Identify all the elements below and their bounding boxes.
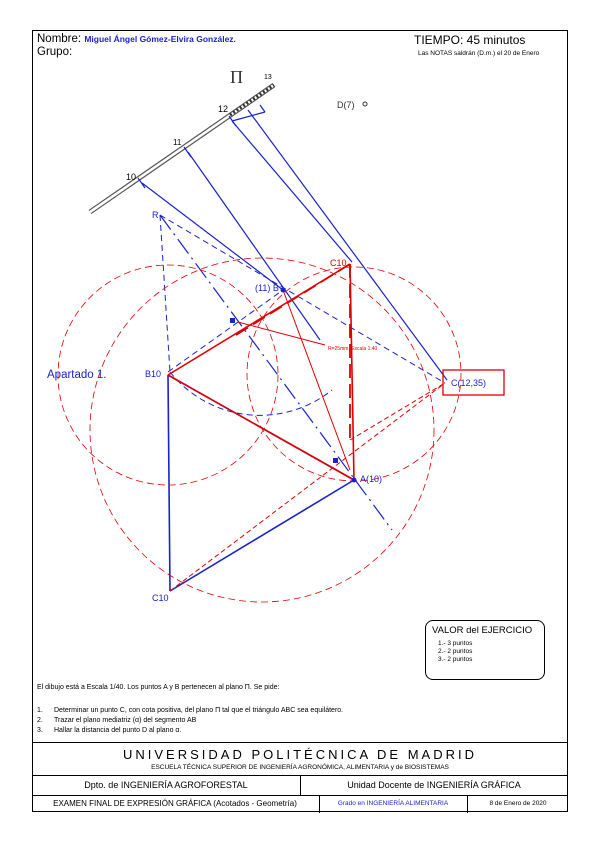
blue-construction xyxy=(141,104,448,381)
plane-symbol-label: Π xyxy=(230,67,243,87)
plane-scale xyxy=(88,82,276,215)
statement-text: Hallar la distancia del punto D al plano… xyxy=(54,727,182,734)
scale-mark-12: 12 xyxy=(218,104,228,114)
scale-mark-10: 10 xyxy=(126,172,136,182)
point-b-top-label: (11) B xyxy=(255,283,279,293)
blue-axis xyxy=(159,214,393,531)
university-name: UNIVERSIDAD POLITÉCNICA DE MADRID xyxy=(123,747,477,762)
statement-item: 3. Hallar la distancia del punto D al pla… xyxy=(37,727,181,734)
point-b-left-label: B10 xyxy=(145,369,161,379)
red-thin xyxy=(169,289,446,592)
footer-dept-row: Dpto. de INGENIERÍA AGROFORESTAL Unidad … xyxy=(32,775,568,796)
nombre-row: Nombre: Miguel Ángel Gómez-Elvira Gonzál… xyxy=(37,33,236,45)
exam-name: EXAMEN FINAL DE EXPRESIÓN GRÁFICA (Acota… xyxy=(53,799,297,808)
valor-item: 3.- 2 puntos xyxy=(438,656,473,663)
school-name: ESCUELA TÉCNICA SUPERIOR DE INGENIERÍA A… xyxy=(151,764,449,771)
triangle-blue xyxy=(167,374,355,592)
dept-name: Dpto. de INGENIERÍA AGROFORESTAL xyxy=(84,780,248,790)
exam-date: 8 de Enero de 2020 xyxy=(489,800,547,807)
statement-num: 3. xyxy=(37,727,43,734)
nombre-label: Nombre: xyxy=(37,33,82,45)
footer-exam-row: EXAMEN FINAL DE EXPRESIÓN GRÁFICA (Acota… xyxy=(32,795,568,813)
point-r-label: R xyxy=(152,210,159,220)
valor-title: VALOR del EJERCICIO xyxy=(432,625,533,636)
red-dashed xyxy=(235,263,351,440)
scale-mark-11: 11 xyxy=(173,138,182,147)
point-c-bottom-label: C10 xyxy=(152,593,169,603)
notas-label: Las NOTAS saldrán (D.m.) el 20 de Enero xyxy=(418,50,540,57)
point-d-label: D(7) xyxy=(337,100,355,110)
nombre-value: Miguel Ángel Gómez-Elvira González. xyxy=(84,34,236,44)
statement-intro: El dibujo está a Escala 1/40. Los puntos… xyxy=(37,684,280,691)
triangle-red xyxy=(167,263,355,481)
statement-num: 2. xyxy=(37,717,43,724)
point-c-top-label: C10 xyxy=(330,258,347,268)
footer-university-row: UNIVERSIDAD POLITÉCNICA DE MADRID ESCUEL… xyxy=(32,742,568,775)
point-c-right-box xyxy=(442,369,505,396)
footer-divider xyxy=(319,796,320,813)
red-circles xyxy=(57,257,462,603)
scale-mark-13: 13 xyxy=(264,74,272,81)
unit-name: Unidad Docente de INGENIERÍA GRÁFICA xyxy=(347,780,521,790)
grupo-label: Grupo: xyxy=(37,46,73,58)
statement-item: 2. Trazar el plano mediatriz (α) del segm… xyxy=(37,717,196,724)
valor-box: VALOR del EJERCICIO 1.- 3 puntos 2.- 2 p… xyxy=(425,620,545,680)
valor-item: 1.- 3 puntos xyxy=(438,640,473,647)
tiempo-label: TIEMPO: 45 minutos xyxy=(414,33,526,47)
radius-note-label: R=25mm, Escala 1:40 xyxy=(328,346,378,352)
statement-text: Determinar un punto C, con cota positiva… xyxy=(54,707,344,714)
exam-sheet xyxy=(32,30,568,812)
footer-divider xyxy=(467,796,468,813)
statement-text: Trazar el plano mediatriz (α) del segmen… xyxy=(54,717,197,724)
valor-item: 2.- 2 puntos xyxy=(438,648,473,655)
point-a-label: A(10) xyxy=(360,474,382,484)
footer-divider xyxy=(300,776,301,796)
statement-num: 1. xyxy=(37,707,43,714)
blue-dashed xyxy=(159,214,446,416)
apartado-label: Apartado 1. xyxy=(47,369,106,381)
grado-name: Grado en INGENIERÍA ALIMENTARIA xyxy=(337,800,449,807)
point-c-right-label: C(12,35) xyxy=(451,378,486,388)
statement-item: 1. Determinar un punto C, con cota positi… xyxy=(37,707,343,714)
